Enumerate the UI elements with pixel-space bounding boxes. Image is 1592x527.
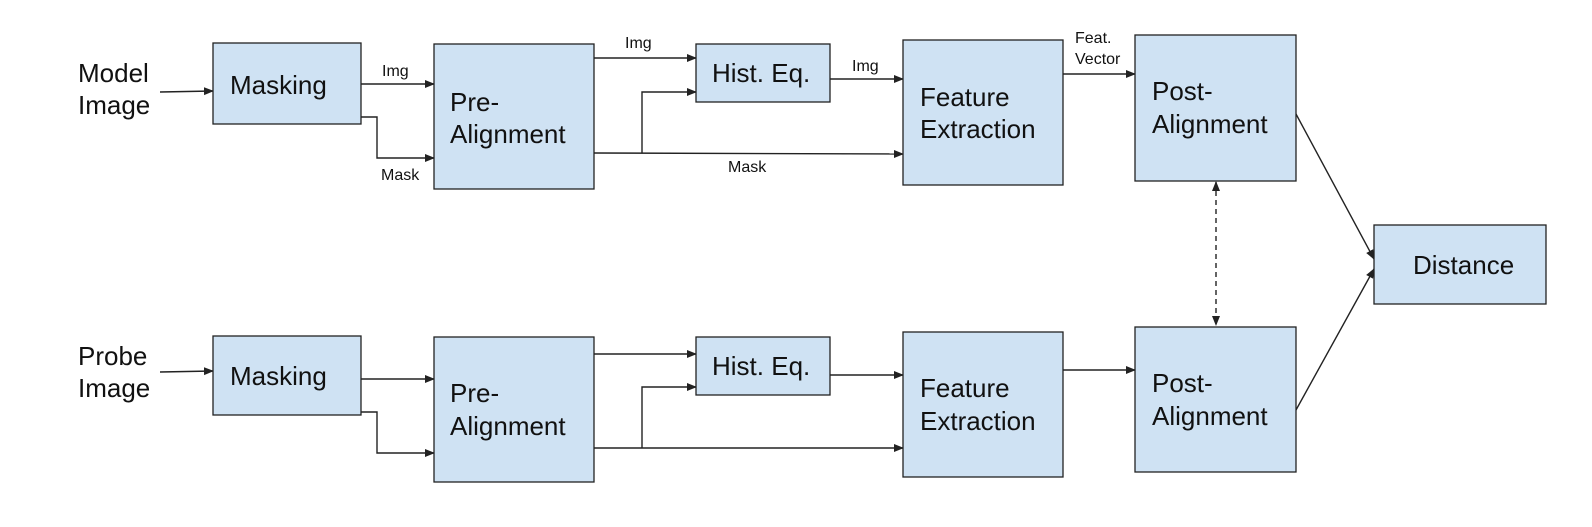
edge-branch-to-histeq-top <box>641 88 697 153</box>
edge-postalign-top-to-distance <box>1295 113 1375 260</box>
edge-label-feat-vector: Feat. Vector <box>1075 30 1121 68</box>
prealignment-node-bottom: Pre- Alignment <box>433 336 595 483</box>
feature-extraction-node-top-line-2: Extraction <box>920 114 1036 144</box>
feature-extraction-node-bottom-line-1: Feature <box>920 373 1010 403</box>
postalignment-node-bottom-line-2: Alignment <box>1152 401 1268 431</box>
postalignment-node-bottom: Post- Alignment <box>1134 326 1297 473</box>
postalignment-node-top-label: Post- Alignment <box>1152 76 1268 139</box>
feature-extraction-node-top: Feature Extraction <box>902 39 1064 186</box>
postalignment-node-top-line-1: Post- <box>1152 76 1213 106</box>
histeq-node-bottom: Hist. Eq. <box>695 336 831 396</box>
edge-label-feat-vector-line-2: Vector <box>1075 51 1121 68</box>
distance-node-label: Distance <box>1413 250 1514 280</box>
edge-label-img-histeq-top: Img <box>852 58 879 75</box>
edge-branch-to-histeq-bottom <box>641 383 697 448</box>
histeq-node-top-label: Hist. Eq. <box>712 58 810 88</box>
prealignment-node-top-line-1: Pre- <box>450 87 499 117</box>
masking-node-bottom: Masking <box>212 335 362 416</box>
postalignment-node-top-line-2: Alignment <box>1152 109 1268 139</box>
postalignment-node-top: Post- Alignment <box>1134 34 1297 182</box>
feature-extraction-node-top-label: Feature Extraction <box>920 82 1036 144</box>
feature-extraction-node-bottom-line-2: Extraction <box>920 406 1036 436</box>
prealignment-node-bottom-line-2: Alignment <box>450 411 566 441</box>
masking-node-bottom-label: Masking <box>230 361 327 391</box>
edge-label-img-masking-top: Img <box>382 63 409 80</box>
edge-masking-to-prealign-mask-top <box>361 116 435 162</box>
postalignment-node-bottom-line-1: Post- <box>1152 368 1213 398</box>
histeq-node-bottom-label: Hist. Eq. <box>712 351 810 381</box>
edge-masking-to-prealign-mask-bottom <box>361 411 435 457</box>
postalignment-node-bottom-label: Post- Alignment <box>1152 368 1268 431</box>
prealignment-node-top-line-2: Alignment <box>450 119 566 149</box>
probe-image-label-line-1: Probe <box>78 341 147 371</box>
histeq-node-top: Hist. Eq. <box>695 43 831 103</box>
probe-image-label-line-2: Image <box>78 373 150 403</box>
feature-extraction-node-top-line-1: Feature <box>920 82 1010 112</box>
edge-postalign-bottom-to-distance <box>1295 268 1375 411</box>
model-image-label-line-2: Image <box>78 90 150 120</box>
edge-probe-to-masking-bottom <box>159 367 214 376</box>
prealignment-node-top: Pre- Alignment <box>433 43 595 190</box>
edge-model-to-masking-top <box>159 87 214 96</box>
model-image-label: Model Image <box>78 58 156 120</box>
edge-label-mask-masking-top: Mask <box>381 167 420 184</box>
edge-label-feat-vector-line-1: Feat. <box>1075 30 1111 47</box>
edge-prealign-to-feature-mask-top <box>593 149 904 158</box>
model-image-label-line-1: Model <box>78 58 149 88</box>
masking-node-top: Masking <box>212 42 362 125</box>
probe-image-label: Probe Image <box>78 341 155 403</box>
edges <box>159 54 1375 457</box>
masking-node-top-label: Masking <box>230 70 327 100</box>
feature-extraction-node-bottom-label: Feature Extraction <box>920 373 1036 436</box>
prealignment-node-top-label: Pre- Alignment <box>450 87 566 149</box>
distance-node: Distance <box>1373 224 1547 305</box>
prealignment-node-bottom-line-1: Pre- <box>450 378 499 408</box>
edge-label-mask-prealign-top: Mask <box>728 159 767 176</box>
prealignment-node-bottom-label: Pre- Alignment <box>450 378 566 441</box>
feature-extraction-node-bottom: Feature Extraction <box>902 331 1064 478</box>
edge-label-img-prealign-top: Img <box>625 35 652 52</box>
